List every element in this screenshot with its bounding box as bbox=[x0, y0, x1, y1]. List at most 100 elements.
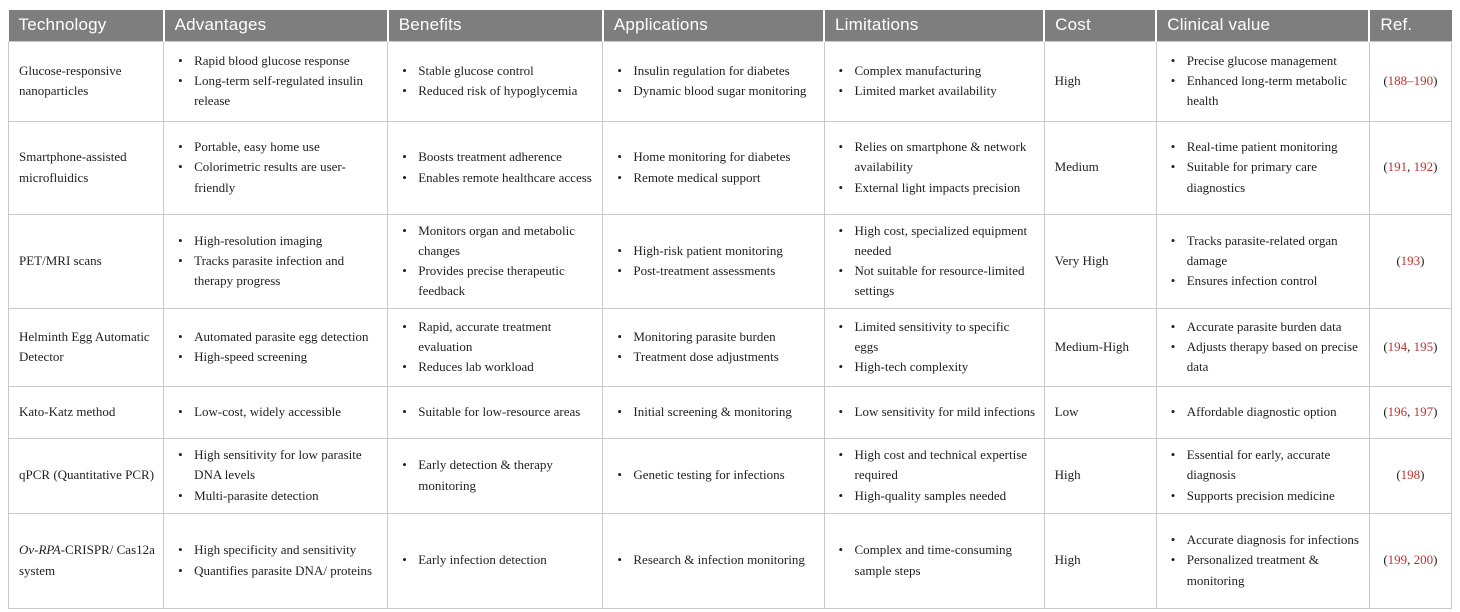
citation-link[interactable]: 199 bbox=[1387, 552, 1408, 568]
bullet-item: Insulin regulation for diabetes bbox=[611, 61, 815, 81]
clinical-value-cell: Affordable diagnostic option bbox=[1155, 385, 1370, 439]
limitations-cell: Complex manufacturingLimited market avai… bbox=[823, 40, 1045, 122]
column-header-advantages: Advantages bbox=[162, 10, 388, 41]
bullet-item: Remote medical support bbox=[611, 168, 815, 188]
bullet-list: Precise glucose managementEnhanced long-… bbox=[1165, 51, 1361, 111]
ref-cell: (199, 200) bbox=[1368, 512, 1453, 609]
bullet-list: Low-cost, widely accessible bbox=[172, 402, 379, 422]
bullet-item: Complex manufacturing bbox=[833, 61, 1036, 81]
technology-name: -CRISPR/ Cas12a system bbox=[19, 542, 155, 578]
citation-link[interactable]: 197 bbox=[1413, 403, 1434, 419]
bullet-item: Reduced risk of hypoglycemia bbox=[396, 81, 594, 101]
clinical-value-cell: Real-time patient monitoringSuitable for… bbox=[1155, 120, 1370, 215]
bullet-item: High-quality samples needed bbox=[833, 486, 1036, 506]
bullet-item: Affordable diagnostic option bbox=[1165, 402, 1361, 422]
column-header-ref: Ref. bbox=[1368, 10, 1452, 41]
technology-name: qPCR (Quantitative PCR) bbox=[19, 467, 155, 483]
bullet-list: High-resolution imagingTracks parasite i… bbox=[172, 231, 379, 291]
table-row: Helminth Egg Automatic DetectorAutomated… bbox=[7, 307, 1453, 387]
ref-cell: (191, 192) bbox=[1368, 120, 1453, 215]
limitations-cell: High cost, specialized equipment neededN… bbox=[823, 213, 1045, 309]
citation-link[interactable]: 196 bbox=[1387, 403, 1408, 419]
clinical-value-cell: Essential for early, accurate diagnosisS… bbox=[1155, 437, 1370, 514]
citation-link[interactable]: 198 bbox=[1400, 467, 1421, 483]
bullet-item: Provides precise therapeutic feedback bbox=[396, 261, 594, 301]
ref-cell: (188–190) bbox=[1368, 40, 1453, 122]
bullet-item: Low sensitivity for mild infections bbox=[833, 402, 1036, 422]
technology-name: Kato-Katz method bbox=[19, 403, 116, 419]
technology-cell: Kato-Katz method bbox=[7, 385, 165, 439]
technology-comparison-table: Technology Advantages Benefits Applicati… bbox=[7, 10, 1453, 609]
advantages-cell: High-resolution imagingTracks parasite i… bbox=[163, 213, 389, 309]
clinical-value-cell: Accurate diagnosis for infectionsPersona… bbox=[1155, 512, 1370, 609]
citation-link[interactable]: 195 bbox=[1413, 338, 1434, 354]
column-header-clinical-value: Clinical value bbox=[1155, 10, 1370, 41]
bullet-list: High-risk patient monitoringPost-treatme… bbox=[611, 241, 815, 281]
table-header: Technology Advantages Benefits Applicati… bbox=[8, 10, 1452, 41]
technology-cell: PET/MRI scans bbox=[7, 213, 165, 309]
clinical-value-cell: Tracks parasite-related organ damageEnsu… bbox=[1155, 213, 1370, 309]
table-row: Smartphone-assisted microfluidicsPortabl… bbox=[7, 120, 1453, 215]
bullet-item: Ensures infection control bbox=[1165, 271, 1361, 291]
bullet-list: Tracks parasite-related organ damageEnsu… bbox=[1165, 231, 1361, 292]
applications-cell: Research & infection monitoring bbox=[602, 512, 825, 609]
table-row: qPCR (Quantitative PCR)High sensitivity … bbox=[7, 437, 1453, 514]
bullet-item: Complex and time-consuming sample steps bbox=[833, 540, 1036, 580]
cost-cell: High bbox=[1043, 40, 1157, 122]
bullet-item: Limited sensitivity to specific eggs bbox=[833, 317, 1036, 357]
bullet-item: Accurate parasite burden data bbox=[1165, 317, 1361, 337]
bullet-item: Dynamic blood sugar monitoring bbox=[611, 81, 815, 101]
bullet-list: Complex manufacturingLimited market avai… bbox=[833, 61, 1036, 101]
bullet-list: Insulin regulation for diabetesDynamic b… bbox=[611, 61, 815, 101]
bullet-item: Enhanced long-term metabolic health bbox=[1165, 71, 1361, 111]
technology-name: PET/MRI scans bbox=[19, 252, 102, 268]
technology-cell: Smartphone-assisted microfluidics bbox=[7, 120, 165, 215]
bullet-list: Suitable for low-resource areas bbox=[396, 402, 594, 422]
bullet-item: Precise glucose management bbox=[1165, 51, 1361, 71]
bullet-item: Multi-parasite detection bbox=[172, 486, 379, 506]
advantages-cell: Low-cost, widely accessible bbox=[163, 385, 389, 439]
bullet-item: Boosts treatment adherence bbox=[396, 147, 594, 167]
bullet-list: Real-time patient monitoringSuitable for… bbox=[1165, 137, 1361, 197]
advantages-cell: Rapid blood glucose responseLong-term se… bbox=[163, 40, 389, 122]
citation-link[interactable]: 200 bbox=[1413, 552, 1434, 568]
applications-cell: Insulin regulation for diabetesDynamic b… bbox=[602, 40, 825, 122]
citation-link[interactable]: 192 bbox=[1413, 159, 1434, 175]
column-header-benefits: Benefits bbox=[386, 10, 603, 41]
advantages-cell: Automated parasite egg detectionHigh-spe… bbox=[163, 307, 389, 387]
bullet-item: Portable, easy home use bbox=[172, 137, 379, 157]
bullet-item: External light impacts precision bbox=[833, 178, 1036, 198]
bullet-item: Early infection detection bbox=[396, 550, 594, 570]
bullet-item: Monitoring parasite burden bbox=[611, 327, 815, 347]
applications-cell: Initial screening & monitoring bbox=[602, 385, 825, 439]
bullet-list: Monitoring parasite burdenTreatment dose… bbox=[611, 327, 815, 367]
table-row: Ov-RPA-CRISPR/ Cas12a systemHigh specifi… bbox=[7, 512, 1453, 609]
benefits-cell: Stable glucose controlReduced risk of hy… bbox=[387, 40, 604, 122]
technology-cell: Helminth Egg Automatic Detector bbox=[7, 307, 165, 387]
bullet-item: Suitable for primary care diagnostics bbox=[1165, 157, 1361, 197]
cost-cell: Very High bbox=[1043, 213, 1157, 309]
bullet-item: Monitors organ and metabolic changes bbox=[396, 221, 594, 261]
bullet-item: High-risk patient monitoring bbox=[611, 241, 815, 261]
bullet-item: Rapid, accurate treatment evaluation bbox=[396, 317, 594, 357]
bullet-list: Monitors organ and metabolic changesProv… bbox=[396, 221, 594, 302]
bullet-list: Rapid, accurate treatment evaluationRedu… bbox=[396, 317, 594, 378]
bullet-item: Automated parasite egg detection bbox=[172, 327, 379, 347]
bullet-list: Portable, easy home useColorimetric resu… bbox=[172, 137, 379, 197]
bullet-list: Initial screening & monitoring bbox=[611, 402, 815, 422]
bullet-item: Low-cost, widely accessible bbox=[172, 402, 379, 422]
benefits-cell: Monitors organ and metabolic changesProv… bbox=[387, 213, 604, 309]
citation-link[interactable]: 191 bbox=[1387, 159, 1408, 175]
limitations-cell: Relies on smartphone & network availabil… bbox=[823, 120, 1045, 215]
ref-cell: (193) bbox=[1368, 213, 1453, 309]
limitations-cell: Complex and time-consuming sample steps bbox=[823, 512, 1045, 609]
bullet-item: Treatment dose adjustments bbox=[611, 347, 815, 367]
citation-link[interactable]: 188–190 bbox=[1387, 72, 1434, 88]
bullet-list: Limited sensitivity to specific eggsHigh… bbox=[833, 317, 1036, 378]
citation-link[interactable]: 193 bbox=[1400, 252, 1421, 268]
bullet-item: Tracks parasite-related organ damage bbox=[1165, 231, 1361, 271]
ref-cell: (198) bbox=[1368, 437, 1453, 514]
cost-cell: High bbox=[1043, 512, 1157, 609]
citation-link[interactable]: 194 bbox=[1387, 338, 1408, 354]
